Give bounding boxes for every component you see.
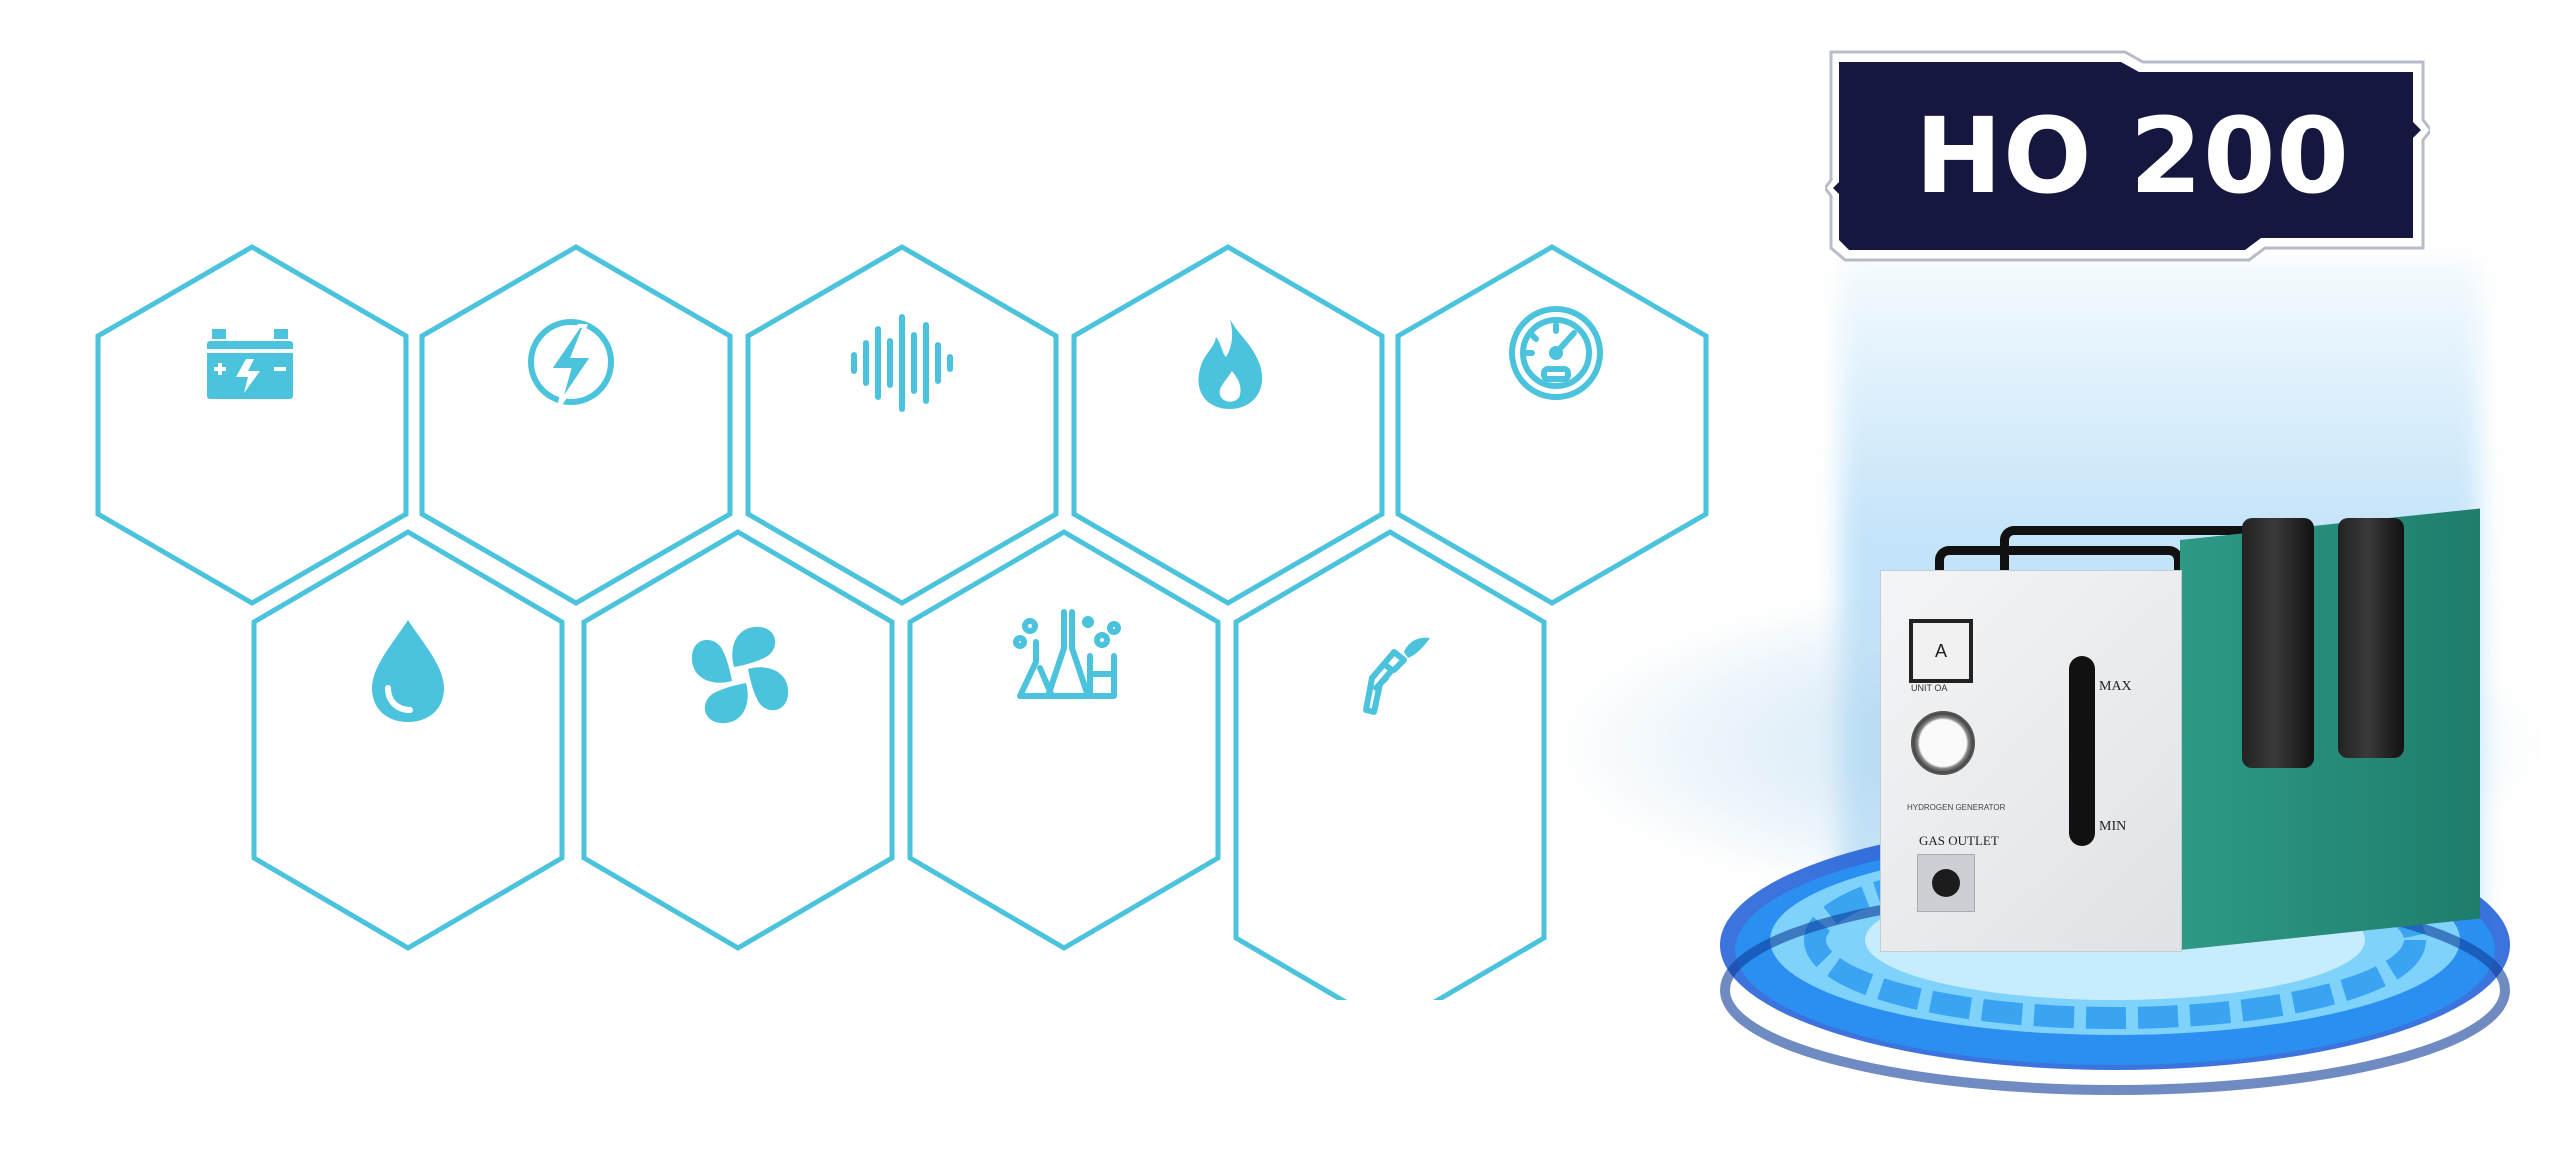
water-drop-icon [372,620,444,722]
lightning-icon [528,319,614,408]
fan-icon [691,626,789,724]
ammeter-caption: UNIT OA [1911,683,1948,693]
torch-nozzle-icon [1363,637,1430,715]
hex-flame [1071,244,1385,606]
side-panel [2180,508,2480,950]
level-max-label: MAX [2099,679,2132,694]
water-level-window [2069,656,2095,846]
sound-wave-icon [851,314,953,412]
front-panel: A UNIT OA HYDROGEN GENERATOR MAX MIN GAS… [1880,570,2182,952]
hydrogen-generator-machine: A UNIT OA HYDROGEN GENERATOR MAX MIN GAS… [1880,508,2560,980]
gas-outlet-label: GAS OUTLET [1919,833,1999,848]
hex-chemistry [907,529,1221,951]
level-min-label: MIN [2099,819,2127,834]
hex-gauge [1395,244,1709,606]
hex-lightning [419,244,733,606]
product-illustration: A UNIT OA HYDROGEN GENERATOR MAX MIN GAS… [1560,0,2560,1167]
speedometer-icon [1509,306,1603,400]
hex-fan [581,529,895,951]
carry-handle-front [1935,546,2183,589]
pressure-gauge [1911,711,1975,775]
hex-battery [95,244,409,606]
battery-icon [207,329,293,399]
model-name: HO 200 [1915,94,2350,217]
cylinder-left [2242,518,2314,768]
hex-sound [745,244,1059,606]
hex-water [251,529,565,951]
cylinder-right [2338,518,2404,758]
gas-outlet-fitting [1917,854,1975,912]
ammeter: A [1909,619,1973,683]
model-badge: HO 200 [1825,48,2430,263]
flame-icon [1198,319,1263,409]
feature-hex-grid [95,244,1709,1000]
panel-footer-label: HYDROGEN GENERATOR [1907,803,2006,812]
hex-torch [1233,529,1547,1000]
chemistry-flasks-icon [1013,609,1121,699]
